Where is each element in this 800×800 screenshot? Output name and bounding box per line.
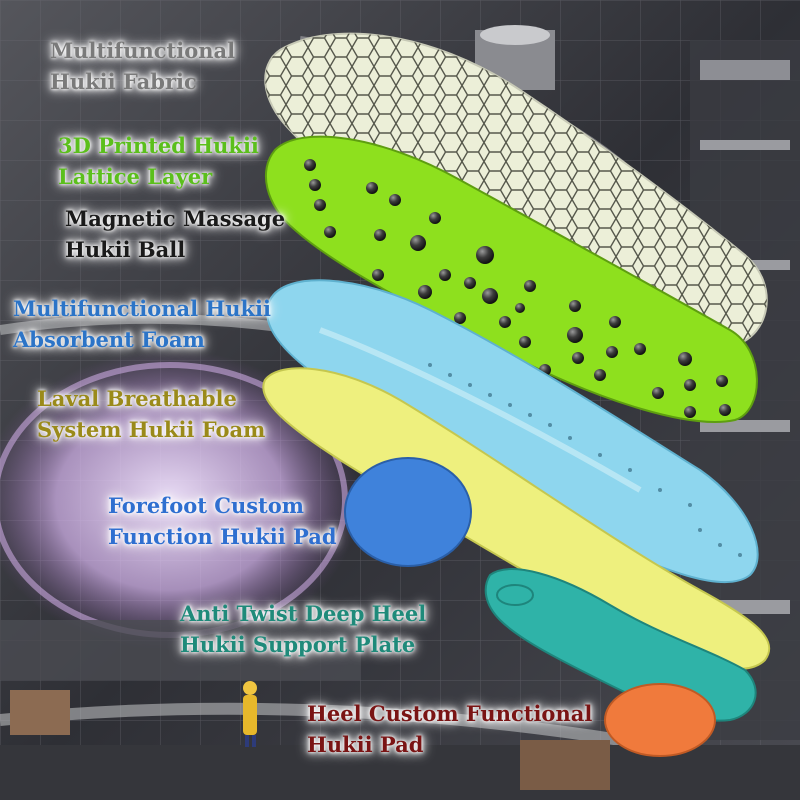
magnetic-ball-icon [519, 336, 531, 348]
magnetic-ball-icon [476, 246, 494, 264]
magnetic-ball-icon [389, 194, 401, 206]
label-magnetic-line1: Magnetic Massage [65, 206, 286, 231]
magnetic-ball-icon [366, 182, 378, 194]
magnetic-ball-icon [684, 406, 696, 418]
magnetic-ball-icon [324, 226, 336, 238]
worker-figure-icon [243, 681, 257, 747]
magnetic-ball-icon [418, 285, 432, 299]
label-antitwist-line2: Hukii Support Plate [180, 632, 416, 657]
label-magnetic: Magnetic Massage Hukii Ball [65, 203, 285, 265]
magnetic-ball-icon [569, 300, 581, 312]
magnetic-ball-icon [719, 404, 731, 416]
magnetic-ball-icon [684, 379, 696, 391]
forefoot-pad [344, 457, 472, 567]
label-lattice: 3D Printed Hukii Lattice Layer [58, 130, 259, 192]
heel-pad [604, 683, 716, 757]
magnetic-ball-icon [678, 352, 692, 366]
label-lattice-line2: Lattice Layer [58, 164, 213, 189]
magnetic-ball-icon [304, 159, 316, 171]
magnetic-ball-icon [634, 343, 646, 355]
magnetic-ball-icon [572, 352, 584, 364]
label-magnetic-line2: Hukii Ball [65, 237, 186, 262]
magnetic-ball-icon [439, 269, 451, 281]
magnetic-ball-icon [609, 316, 621, 328]
magnetic-ball-icon [482, 288, 498, 304]
magnetic-ball-icon [716, 375, 728, 387]
magnetic-ball-icon [567, 327, 583, 343]
magnetic-balls [304, 159, 731, 418]
label-antitwist-line1: Anti Twist Deep Heel [180, 601, 427, 626]
magnetic-ball-icon [410, 235, 426, 251]
support-plate [484, 568, 757, 722]
magnetic-ball-icon [606, 346, 618, 358]
label-laval-line2: System Hukii Foam [37, 417, 266, 442]
magnetic-ball-icon [499, 316, 511, 328]
magnetic-ball-icon [524, 280, 536, 292]
label-forefoot: Forefoot Custom Function Hukii Pad [108, 490, 337, 552]
label-antitwist: Anti Twist Deep Heel Hukii Support Plate [180, 598, 426, 660]
magnetic-ball-icon [464, 277, 476, 289]
laval-foam-layer [262, 367, 771, 670]
label-fabric-line2: Hukii Fabric [50, 69, 197, 94]
label-heelpad: Heel Custom Functional Hukii Pad [307, 698, 592, 760]
magnetic-ball-icon [594, 369, 606, 381]
magnetic-ball-icon [515, 303, 525, 313]
label-fabric-line1: Multifunctional [50, 38, 236, 63]
magnetic-ball-icon [454, 312, 466, 324]
label-forefoot-line1: Forefoot Custom [108, 493, 304, 518]
label-absorbent-line2: Absorbent Foam [13, 327, 205, 352]
label-laval: Laval Breathable System Hukii Foam [37, 383, 265, 445]
label-absorbent: Multifunctional Hukii Absorbent Foam [13, 293, 271, 355]
label-fabric: Multifunctional Hukii Fabric [50, 35, 235, 97]
label-heelpad-line1: Heel Custom Functional [307, 701, 593, 726]
label-heelpad-line2: Hukii Pad [307, 732, 424, 757]
label-absorbent-line1: Multifunctional Hukii [13, 296, 271, 321]
label-forefoot-line2: Function Hukii Pad [108, 524, 337, 549]
label-lattice-line1: 3D Printed Hukii [58, 133, 259, 158]
magnetic-ball-icon [314, 199, 326, 211]
magnetic-ball-icon [374, 229, 386, 241]
lattice-layer [264, 135, 758, 423]
magnetic-ball-icon [372, 269, 384, 281]
magnetic-ball-icon [652, 387, 664, 399]
label-laval-line1: Laval Breathable [37, 386, 237, 411]
magnetic-ball-icon [309, 179, 321, 191]
magnetic-ball-icon [429, 212, 441, 224]
